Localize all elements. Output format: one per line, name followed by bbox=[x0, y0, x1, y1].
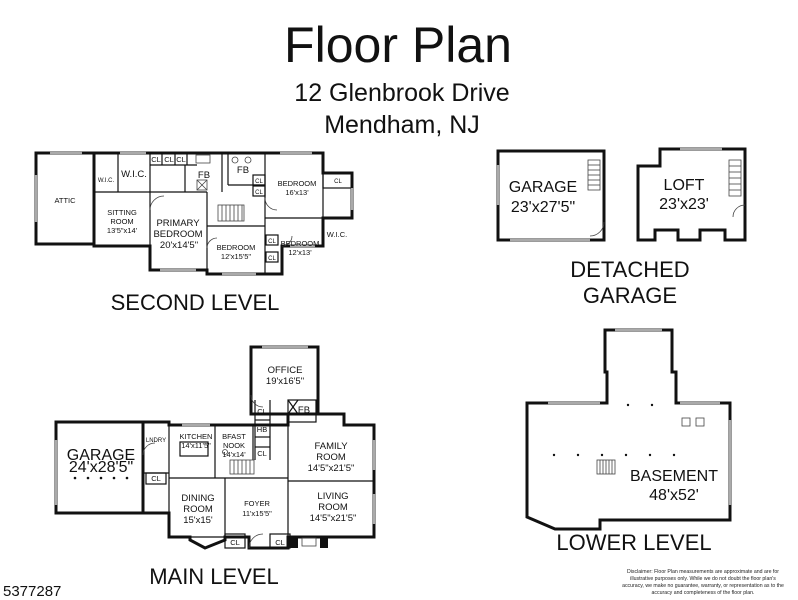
room-dim-kitchen: 14'x11'5" bbox=[181, 441, 211, 450]
closet-label: CL bbox=[334, 179, 342, 185]
bath-label-fb-2: FB bbox=[237, 165, 249, 176]
bath-label-fb-1: FB bbox=[198, 170, 210, 181]
room-label-family-2: ROOM bbox=[316, 452, 346, 463]
room-label-bedroom-e: BEDROOM bbox=[281, 239, 320, 248]
closet-label: CL bbox=[275, 538, 285, 547]
address-line-2: Mendham, NJ bbox=[324, 111, 480, 139]
mls-number: 5377287 bbox=[3, 583, 61, 600]
room-dim-garage-detached: 23'x27'5" bbox=[511, 199, 575, 216]
room-label-basement: BASEMENT bbox=[630, 468, 718, 485]
room-label-office: OFFICE bbox=[268, 365, 303, 376]
room-label-wic-master: W.I.C. bbox=[121, 169, 147, 180]
room-dim-primary: 20'x14'5" bbox=[160, 240, 198, 251]
room-dim-dining: 15'x15' bbox=[183, 515, 213, 526]
disclaimer-line-2: illustrative purposes only. While we do … bbox=[630, 576, 776, 582]
closet-label: CL bbox=[255, 179, 263, 185]
level-label-lower: LOWER LEVEL bbox=[556, 530, 711, 555]
room-label-sitting: SITTING bbox=[107, 208, 137, 217]
room-dim-loft: 23'x23' bbox=[659, 196, 709, 213]
room-label-bfast: BFAST bbox=[222, 432, 246, 441]
room-dim-foyer: 11'x15'5" bbox=[242, 509, 272, 518]
level-label-second: SECOND LEVEL bbox=[111, 290, 280, 315]
room-label-garage-main: GARAGE bbox=[67, 447, 135, 464]
room-label-kitchen: KITCHEN bbox=[180, 432, 213, 441]
address-line-1: 12 Glenbrook Drive bbox=[294, 79, 509, 107]
room-label-bfast-2: NOOK bbox=[223, 441, 245, 450]
closet-label: CL bbox=[257, 407, 267, 416]
bath-label-hb: HB bbox=[257, 425, 267, 434]
room-dim-family: 14'5"x21'5" bbox=[308, 463, 355, 474]
room-dim-basement: 48'x52' bbox=[649, 487, 699, 504]
room-dim-bedroom-ne: 16'x13' bbox=[285, 188, 309, 197]
room-label-garage-detached: GARAGE bbox=[509, 179, 577, 196]
room-label-living: LIVING bbox=[317, 491, 348, 502]
room-dim-garage-main: 24'x28'5" bbox=[69, 459, 133, 476]
closet-label: CL bbox=[230, 538, 240, 547]
room-dim-bedroom-e: 12'x13' bbox=[288, 248, 312, 257]
level-label-detached-2: GARAGE bbox=[583, 283, 677, 308]
room-label-bedroom-c: BEDROOM bbox=[217, 243, 256, 252]
lower-level-plan: BASEMENT 48'x52' bbox=[525, 328, 732, 531]
closet-label: CL bbox=[151, 155, 161, 164]
bath-label-fb-main: FB bbox=[298, 405, 310, 416]
room-dim-office: 19'x16'5" bbox=[266, 376, 304, 387]
room-label-family: FAMILY bbox=[314, 441, 348, 452]
detached-garage-plan: GARAGE 23'x27'5" LOFT 23'x23' bbox=[496, 147, 747, 242]
room-label-sitting-2: ROOM bbox=[110, 217, 133, 226]
room-label-attic: ATTIC bbox=[54, 196, 76, 205]
closet-label: CL bbox=[257, 449, 267, 458]
room-label-dining-2: ROOM bbox=[183, 504, 213, 515]
room-label-primary-2: BEDROOM bbox=[153, 229, 202, 240]
room-dim-sitting: 13'5"x14' bbox=[107, 226, 138, 235]
level-label-main: MAIN LEVEL bbox=[149, 564, 279, 589]
closet-label: CL bbox=[164, 155, 174, 164]
disclaimer-line-3: accuracy, we make no guarantee, warranty… bbox=[622, 583, 784, 589]
room-label-laundry: LNDRY bbox=[146, 438, 166, 444]
room-label-wic-small: W.I.C. bbox=[98, 178, 115, 184]
closet-label: CL bbox=[176, 155, 186, 164]
page-title: Floor Plan bbox=[284, 17, 512, 73]
main-level-plan: OFFICE 19'x16'5" CL FB HB CL GARAGE 24'x… bbox=[54, 345, 376, 550]
room-label-living-2: ROOM bbox=[318, 502, 348, 513]
closet-label: CL bbox=[268, 256, 276, 262]
room-dim-bedroom-c: 12'x15'5" bbox=[221, 252, 251, 261]
closet-label: CL bbox=[151, 474, 161, 483]
disclaimer-line-1: Disclaimer: Floor Plan measurements are … bbox=[627, 569, 779, 575]
room-label-primary: PRIMARY bbox=[156, 218, 200, 229]
room-label-bedroom-ne: BEDROOM bbox=[278, 179, 317, 188]
room-label-loft: LOFT bbox=[664, 177, 705, 194]
disclaimer-line-4: accuracy and completeness of the floor p… bbox=[652, 590, 755, 596]
room-label-foyer: FOYER bbox=[244, 499, 270, 508]
room-dim-living: 14'5"x21'5" bbox=[310, 513, 357, 524]
level-label-detached-1: DETACHED bbox=[570, 257, 689, 282]
room-label-dining: DINING bbox=[181, 493, 214, 504]
room-dim-bfast: 14'x14' bbox=[222, 450, 246, 459]
closet-label: CL bbox=[268, 239, 276, 245]
closet-label: CL bbox=[255, 190, 263, 196]
room-label-wic-e: W.I.C. bbox=[327, 230, 347, 239]
second-level-plan: ATTIC W.I.C. W.I.C. SITTING ROOM 13'5"x1… bbox=[34, 151, 354, 276]
